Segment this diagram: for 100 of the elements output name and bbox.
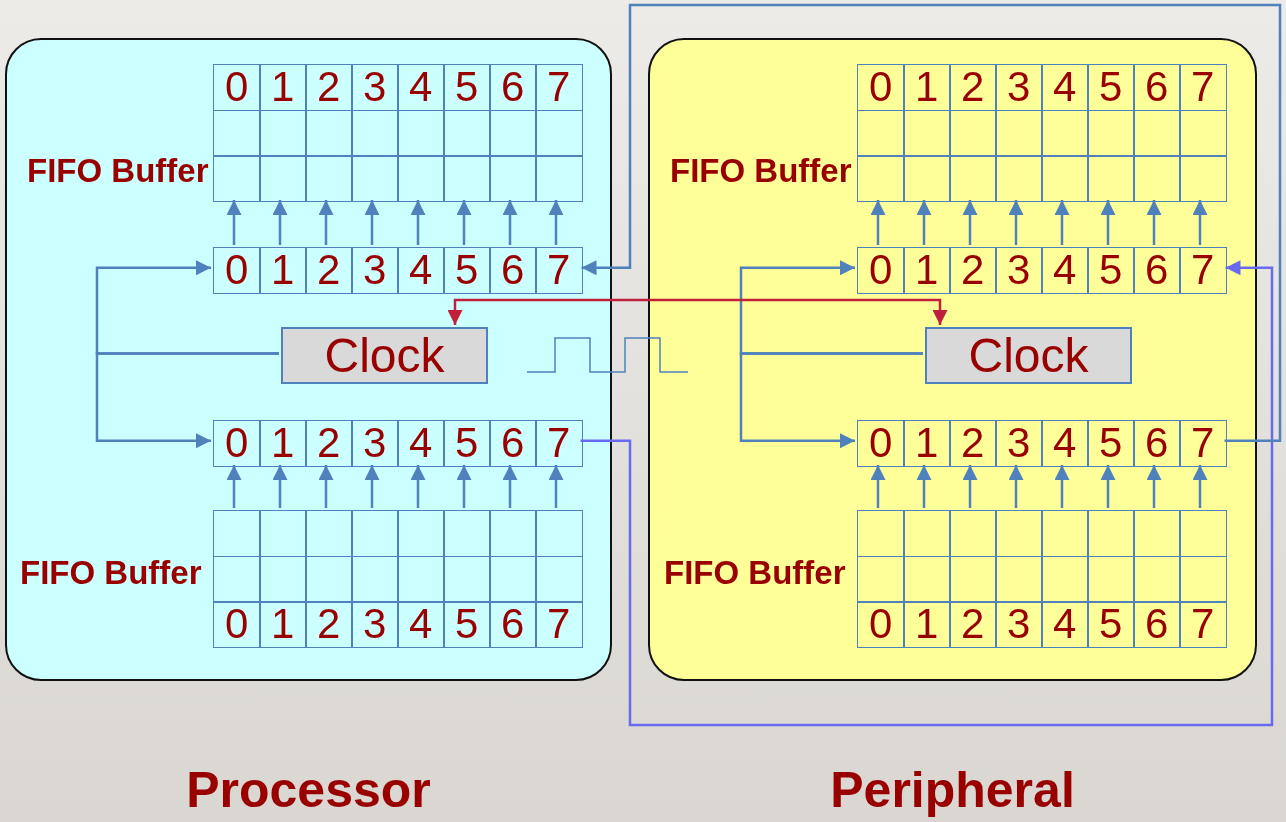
bit-cell: 6	[489, 64, 537, 111]
bit-cell: 0	[213, 64, 261, 111]
bit-cell: 5	[1087, 247, 1135, 294]
arrow	[410, 200, 426, 245]
bit-cell: 5	[443, 601, 491, 648]
bit-cell: 7	[535, 64, 583, 111]
bit-cell: 4	[397, 247, 445, 294]
bit-cell: 3	[351, 247, 399, 294]
bit-cell: 2	[305, 601, 353, 648]
bit-cell: 0	[213, 247, 261, 294]
arrow	[95, 352, 279, 449]
arrow	[581, 3, 1282, 442]
bit-cell: 6	[489, 420, 537, 467]
bit-cell: 5	[443, 247, 491, 294]
bit-cell: 3	[995, 64, 1043, 111]
bit-cell: 3	[351, 64, 399, 111]
arrow	[870, 200, 886, 245]
clock-box: Clock	[281, 327, 488, 384]
bit-cell: 4	[397, 420, 445, 467]
bit-cell: 5	[1087, 420, 1135, 467]
arrow	[318, 465, 334, 508]
bit-cell: 6	[1133, 247, 1181, 294]
arrow	[1146, 465, 1162, 508]
bit-cell: 4	[1041, 420, 1089, 467]
bit-cell: 5	[1087, 64, 1135, 111]
register-row	[213, 420, 583, 467]
bit-cell: 4	[1041, 64, 1089, 111]
arrow	[739, 352, 923, 449]
arrow	[580, 260, 1274, 727]
arrow	[502, 200, 518, 245]
bit-cell: 6	[489, 247, 537, 294]
bit-cell: 0	[857, 64, 905, 111]
bit-cell: 1	[259, 247, 307, 294]
bit-cell: 3	[995, 601, 1043, 648]
register-row	[857, 247, 1227, 294]
bit-cell: 2	[949, 64, 997, 111]
bit-cell: 4	[397, 601, 445, 648]
arrow	[1054, 200, 1070, 245]
arrow	[548, 465, 564, 508]
arrow	[272, 465, 288, 508]
bit-cell: 1	[903, 601, 951, 648]
arrow	[870, 465, 886, 508]
arrow	[447, 298, 948, 325]
arrow	[410, 465, 426, 508]
bit-cell: 2	[949, 247, 997, 294]
bit-cell: 7	[535, 420, 583, 467]
bit-cell: 4	[397, 64, 445, 111]
arrow	[226, 200, 242, 245]
bit-cell: 3	[995, 420, 1043, 467]
bit-cell: 5	[443, 420, 491, 467]
bit-cell: 6	[1133, 64, 1181, 111]
arrow	[1192, 465, 1208, 508]
buffer-label: FIFO Buffer	[27, 152, 209, 190]
bit-cell: 0	[857, 420, 905, 467]
bit-cell: 6	[489, 601, 537, 648]
arrow	[1146, 200, 1162, 245]
arrow	[226, 465, 242, 508]
arrow	[916, 200, 932, 245]
arrow	[364, 200, 380, 245]
bit-cell: 1	[903, 64, 951, 111]
bit-cell: 7	[1179, 247, 1227, 294]
arrow	[1100, 465, 1116, 508]
bit-cell: 1	[259, 64, 307, 111]
register-row	[857, 420, 1227, 467]
arrow	[456, 200, 472, 245]
arrow	[548, 200, 564, 245]
arrow	[456, 465, 472, 508]
buffer-label: FIFO Buffer	[670, 152, 852, 190]
arrow	[1054, 465, 1070, 508]
bit-cell: 4	[1041, 601, 1089, 648]
arrow	[916, 465, 932, 508]
bit-cell: 5	[1087, 601, 1135, 648]
bit-cell: 7	[1179, 420, 1227, 467]
register-row	[213, 247, 583, 294]
buffer-label: FIFO Buffer	[664, 554, 846, 592]
bit-cell: 2	[949, 601, 997, 648]
arrow	[1100, 200, 1116, 245]
bit-cell: 6	[1133, 601, 1181, 648]
bit-cell: 5	[443, 64, 491, 111]
bit-cell: 2	[305, 420, 353, 467]
bit-cell: 0	[213, 601, 261, 648]
bit-cell: 7	[1179, 64, 1227, 111]
bit-cell: 0	[213, 420, 261, 467]
bit-cell: 2	[305, 64, 353, 111]
bit-cell: 7	[535, 247, 583, 294]
bit-cell: 4	[1041, 247, 1089, 294]
bit-cell: 0	[857, 247, 905, 294]
bit-cell: 1	[903, 420, 951, 467]
arrow	[502, 465, 518, 508]
bit-cell: 6	[1133, 420, 1181, 467]
bit-cell: 1	[903, 247, 951, 294]
arrow	[1008, 465, 1024, 508]
bit-cell: 1	[259, 420, 307, 467]
arrow	[272, 200, 288, 245]
panel-heading: Processor	[185, 761, 432, 819]
buffer-label: FIFO Buffer	[20, 554, 202, 592]
arrow	[364, 465, 380, 508]
arrow	[1008, 200, 1024, 245]
bit-cell: 3	[351, 420, 399, 467]
bit-cell: 7	[535, 601, 583, 648]
